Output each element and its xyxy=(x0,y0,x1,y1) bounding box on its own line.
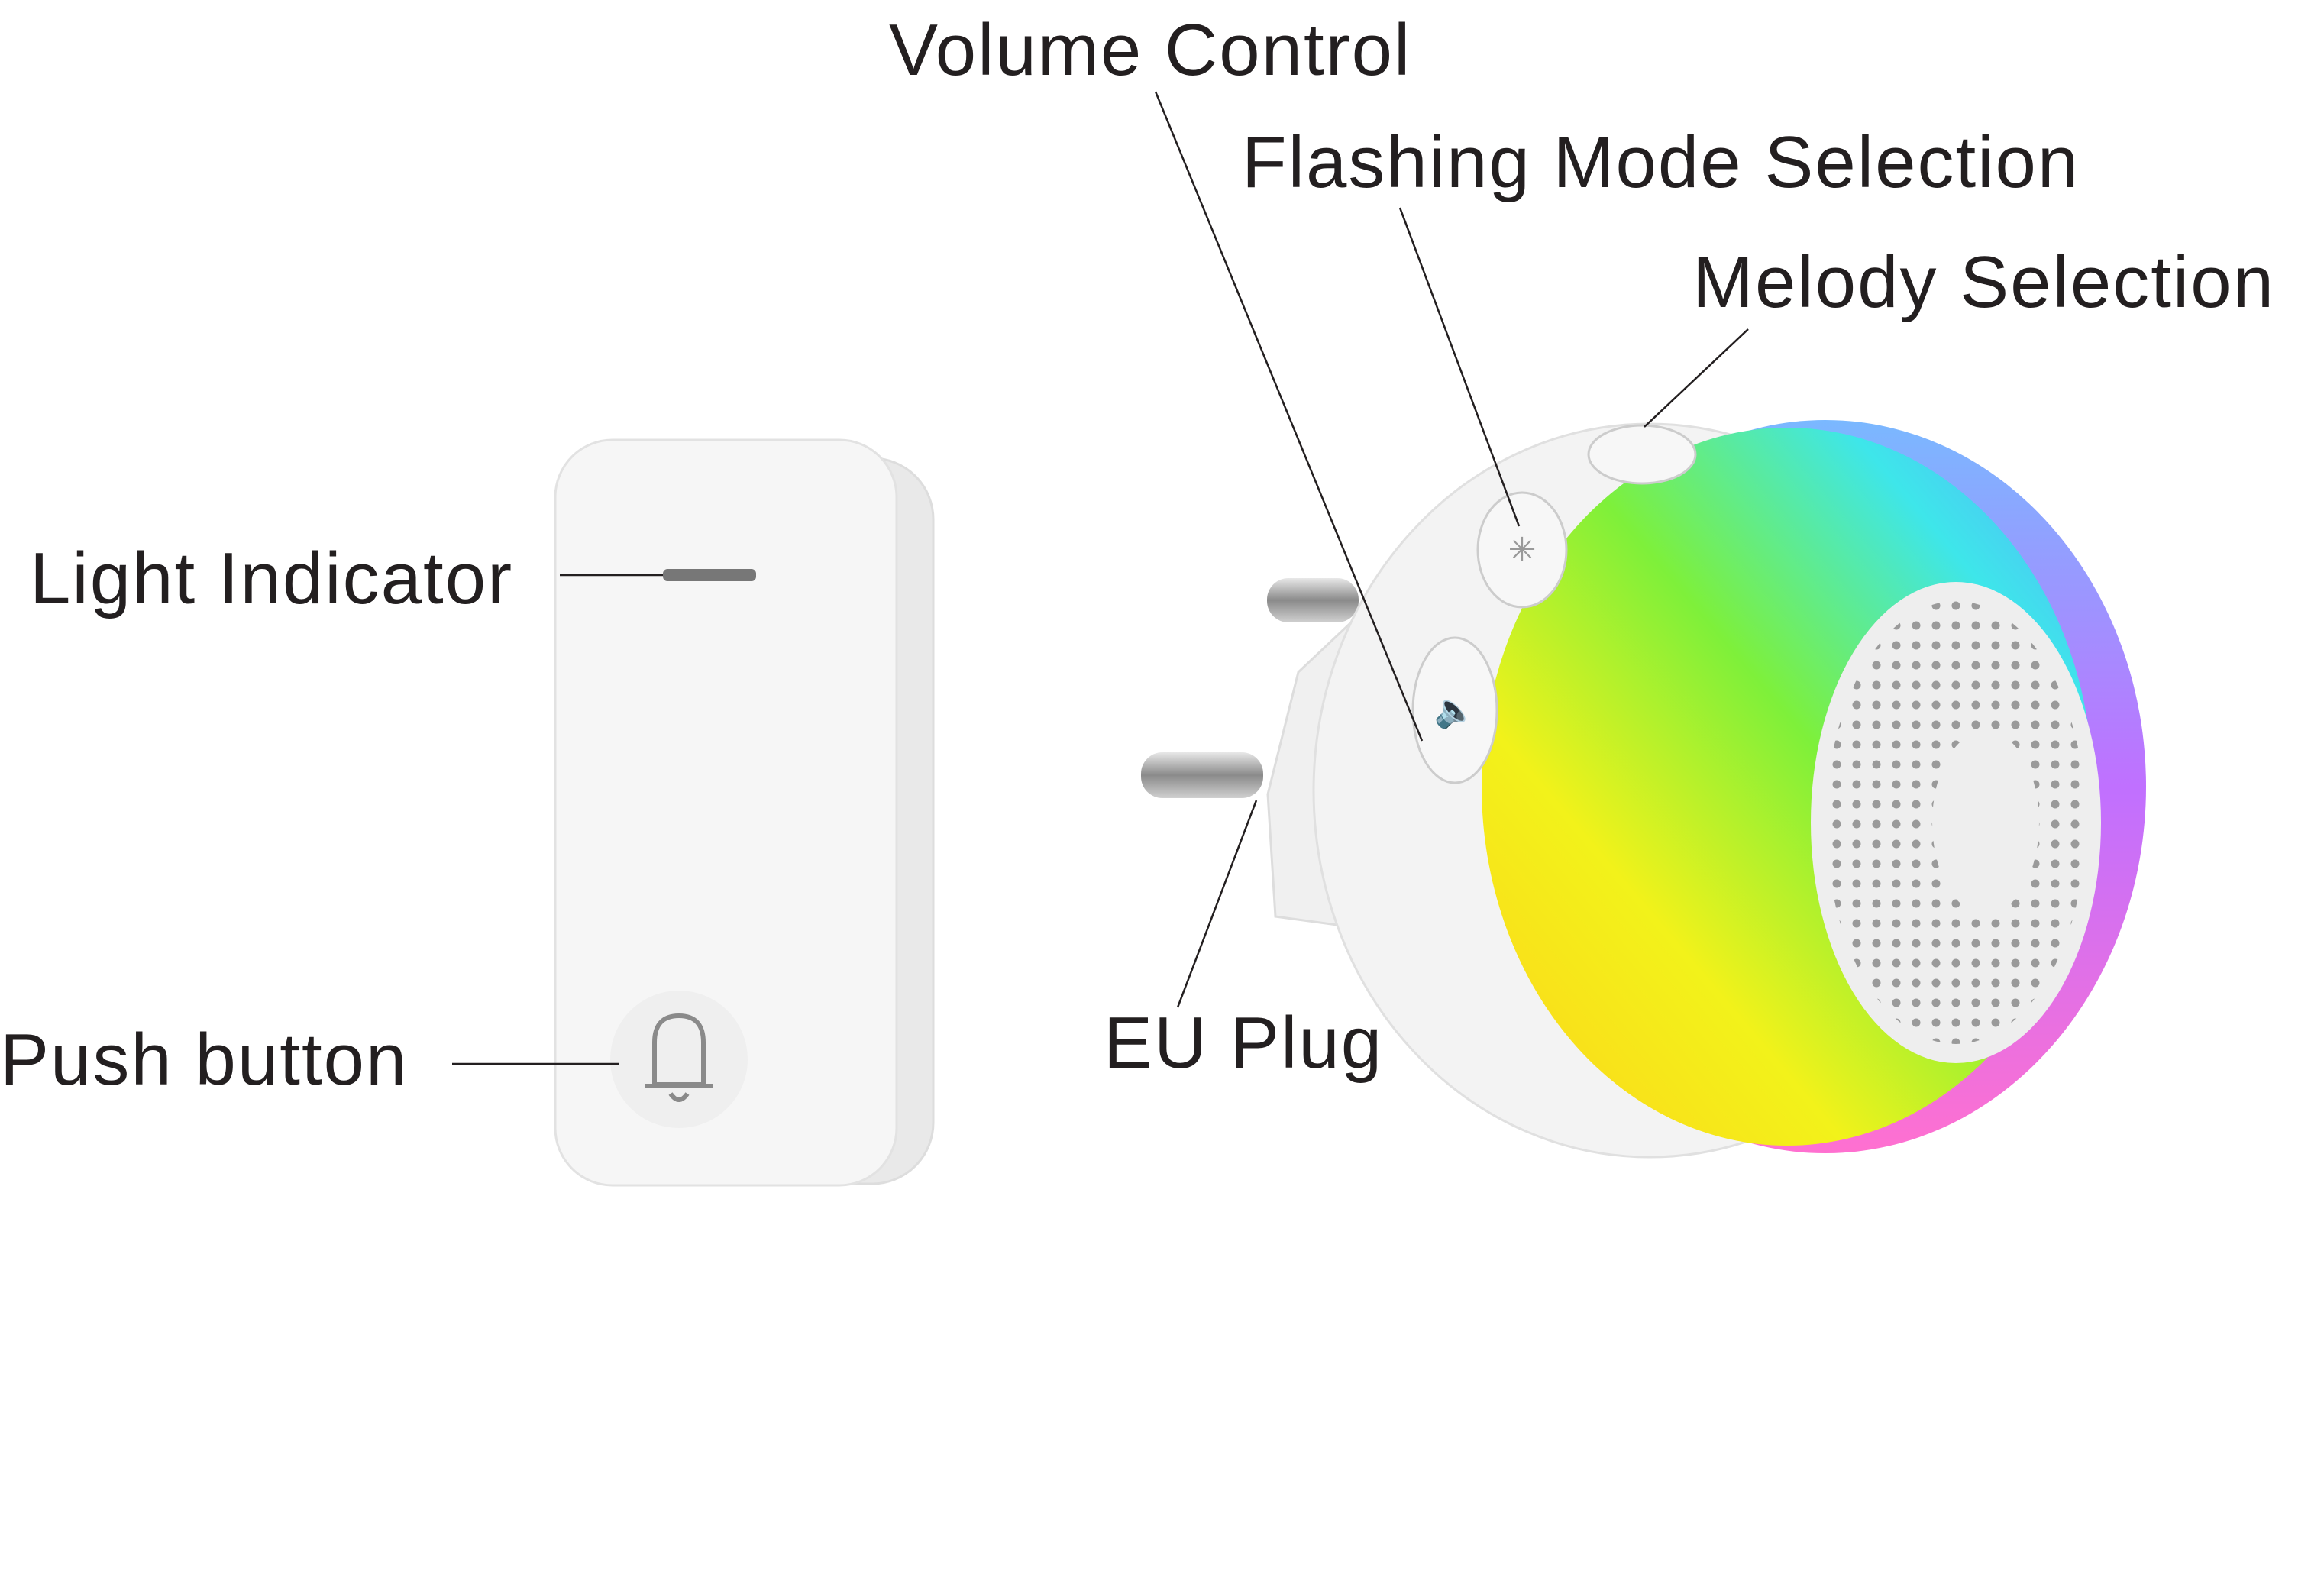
volume-control-leader xyxy=(1154,91,1424,742)
label-melody-selection: Melody Selection xyxy=(1692,241,2275,323)
speaker-icon: 🔈 xyxy=(1434,692,1476,730)
label-volume-control: Volume Control xyxy=(889,9,1411,91)
plug-pin-bottom xyxy=(1141,752,1263,798)
melody-selection-leader xyxy=(1644,328,1749,428)
volume-control-button[interactable] xyxy=(1411,636,1498,784)
push-button-transmitter xyxy=(554,438,935,1187)
eu-plug-leader xyxy=(1176,800,1258,1008)
label-push-button: Push button xyxy=(0,1019,408,1101)
bell-button[interactable] xyxy=(610,991,748,1128)
bell-icon xyxy=(645,1013,713,1102)
flashing-mode-leader xyxy=(1398,207,1521,527)
label-eu-plug: EU Plug xyxy=(1104,1002,1383,1084)
plug-pin-top xyxy=(1267,578,1359,622)
flashing-mode-button[interactable] xyxy=(1476,491,1568,609)
light-indicator-led xyxy=(663,569,756,581)
label-flashing-mode: Flashing Mode Selection xyxy=(1242,121,2080,203)
melody-selection-button[interactable] xyxy=(1587,424,1697,485)
label-light-indicator: Light Indicator xyxy=(30,538,513,619)
sun-icon: ✳ xyxy=(1508,532,1537,569)
chime-receiver: ✳ 🔈 xyxy=(1141,420,2146,1159)
